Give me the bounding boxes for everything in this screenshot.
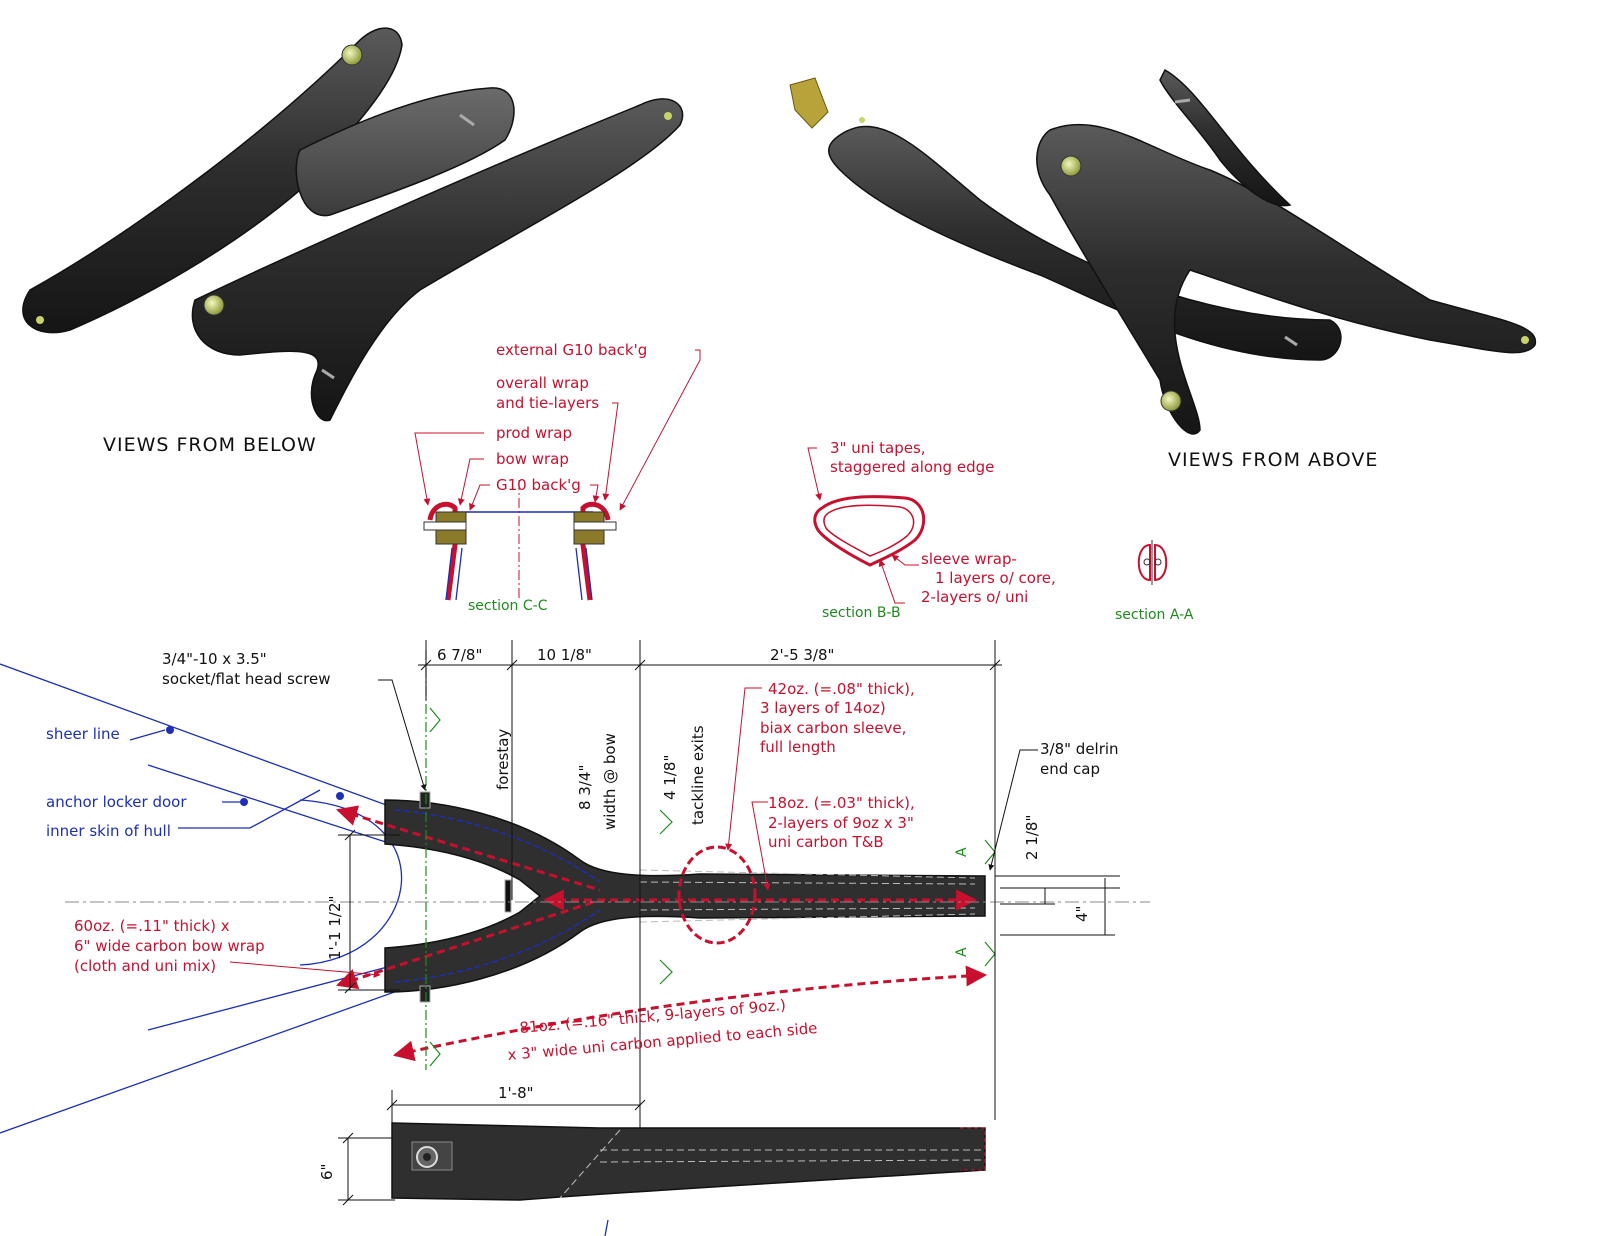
section-a-a bbox=[1137, 540, 1168, 585]
sleeve-note-4: full length bbox=[760, 738, 836, 756]
section-a-title: section A-A bbox=[1115, 607, 1194, 623]
inner-skin-label: inner skin of hull bbox=[46, 822, 171, 840]
view-above-render bbox=[789, 68, 1537, 435]
sleeve-wrap-note-2: 1 layers o/ core, bbox=[935, 569, 1056, 587]
sleeve-leader bbox=[725, 687, 762, 851]
ply-arrows bbox=[335, 805, 988, 1062]
uni-leader bbox=[751, 801, 771, 891]
anchor-door-point bbox=[240, 798, 248, 806]
view-below-render bbox=[22, 27, 684, 422]
sheer-line-label: sheer line bbox=[46, 725, 120, 743]
uni-tapes-note-2: staggered along edge bbox=[830, 458, 994, 476]
endcap-leader bbox=[988, 749, 1038, 871]
section-b-b bbox=[807, 447, 926, 604]
uni-note-3: uni carbon T&B bbox=[768, 833, 884, 851]
prod-wrap-note: prod wrap bbox=[496, 424, 572, 442]
uni-note-1: 18oz. (=.03" thick), bbox=[768, 794, 915, 812]
endcap-note-2: end cap bbox=[1040, 760, 1100, 778]
tackline-exits-label: tackline exits bbox=[689, 725, 707, 825]
dim-4-end: 4" bbox=[1073, 906, 1091, 922]
bow-wrap-note: bow wrap bbox=[496, 450, 569, 468]
sleeve-note-3: biax carbon sleeve, bbox=[760, 719, 906, 737]
dim-2-5-3-8: 2'-5 3/8" bbox=[770, 646, 834, 664]
external-g10-note: external G10 back'g bbox=[496, 341, 647, 359]
sleeve-wrap-note-1: sleeve wrap- bbox=[921, 550, 1017, 568]
dim-2-1-8: 2 1/8" bbox=[1023, 815, 1041, 860]
forestay-label: forestay bbox=[494, 729, 512, 790]
views-above-label: VIEWS FROM ABOVE bbox=[1168, 449, 1378, 471]
dim-6-7-8: 6 7/8" bbox=[437, 646, 482, 664]
endcap-note-1: 3/8" delrin bbox=[1040, 740, 1119, 758]
section-b-title: section B-B bbox=[822, 605, 901, 621]
screw-note-1: 3/4"-10 x 3.5" bbox=[162, 650, 267, 668]
bow-wrap-note-2: 6" wide carbon bow wrap bbox=[74, 937, 265, 955]
section-c-title: section C-C bbox=[468, 598, 548, 614]
dim-8-3-4: 8 3/4" bbox=[576, 765, 594, 810]
sleeve-note-1: 42oz. (=.08" thick), bbox=[768, 680, 915, 698]
dim-6-side: 6" bbox=[318, 1164, 336, 1180]
sleeve-wrap-note-3: 2-layers o/ uni bbox=[921, 588, 1028, 606]
screw-note-2: socket/flat head screw bbox=[162, 670, 330, 688]
section-marker-a-top: A bbox=[954, 847, 970, 857]
dimension-lines bbox=[338, 640, 1120, 1206]
sleeve-note-2: 3 layers of 14oz) bbox=[760, 699, 886, 717]
uni-tapes-note-1: 3" uni tapes, bbox=[830, 439, 926, 457]
screw-leader bbox=[378, 679, 427, 791]
bow-wrap-note-3: (cloth and uni mix) bbox=[74, 957, 216, 975]
dim-overall-width: 1'-1 1/2" bbox=[326, 896, 344, 960]
section-c-leaders bbox=[414, 349, 701, 511]
g10-note: G10 back'g bbox=[496, 476, 581, 494]
inner-skin-point bbox=[336, 792, 344, 800]
section-marker-a-bottom: A bbox=[954, 947, 970, 957]
dim-4-1-8: 4 1/8" bbox=[661, 755, 679, 800]
uni-note-2: 2-layers of 9oz x 3" bbox=[768, 814, 914, 832]
side-elevation bbox=[391, 1122, 986, 1201]
dim-1-8: 1'-8" bbox=[498, 1084, 534, 1102]
width-at-bow-label: width @ bow bbox=[601, 733, 619, 830]
bow-wrap-note-1: 60oz. (=.11" thick) x bbox=[74, 917, 230, 935]
sheer-line-point bbox=[166, 726, 174, 734]
section-c-c bbox=[423, 480, 617, 601]
anchor-locker-label: anchor locker door bbox=[46, 793, 187, 811]
views-below-label: VIEWS FROM BELOW bbox=[103, 434, 317, 456]
bow-wrap-leader bbox=[229, 961, 381, 978]
overall-wrap-note-2: and tie-layers bbox=[496, 394, 599, 412]
dim-10-1-8: 10 1/8" bbox=[537, 646, 592, 664]
overall-wrap-note-1: overall wrap bbox=[496, 374, 589, 392]
